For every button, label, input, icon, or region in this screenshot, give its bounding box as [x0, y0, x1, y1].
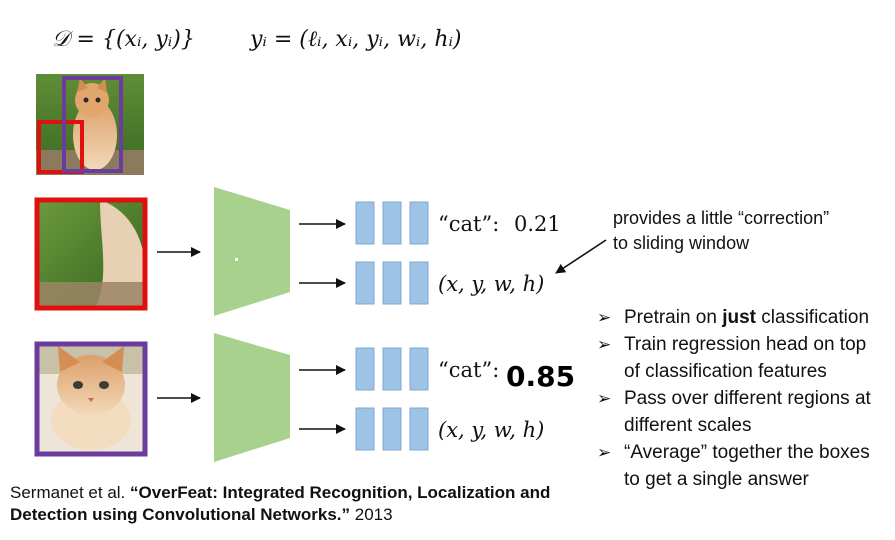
bullet-4-line-1: “Average” together the boxes: [624, 442, 870, 463]
network-1-dot: [235, 258, 238, 261]
box-output-1: (x, y, w, h): [438, 272, 544, 296]
red-region-box: [37, 120, 84, 174]
network-1: [214, 187, 290, 316]
citation: Sermanet et al. “OverFeat: Integrated Re…: [10, 482, 610, 526]
class-score-1: 0.21: [514, 212, 561, 236]
annotation-arrow: [555, 239, 607, 274]
class-score-2: 0.85: [506, 360, 575, 393]
bullet-3-line-2: different scales: [624, 415, 751, 436]
class-head-1: [355, 201, 429, 245]
source-image: [36, 74, 144, 175]
dataset-formula: 𝒟 = {(xᵢ, yᵢ)}: [52, 27, 195, 52]
annotation-line-2: to sliding window: [613, 233, 750, 253]
citation-year: 2013: [350, 505, 393, 524]
bullet-4-line-2: to get a single answer: [624, 469, 810, 490]
network-2: [214, 333, 290, 462]
box-output-2: (x, y, w, h): [438, 418, 544, 442]
citation-authors: Sermanet et al.: [10, 483, 131, 502]
bullet-marker-2: ➢: [597, 335, 611, 354]
bullet-2-line-2: of classification features: [624, 361, 827, 382]
bullet-marker-3: ➢: [597, 389, 611, 408]
class-head-2: [355, 347, 429, 391]
class-label-1: “cat”:: [438, 212, 499, 236]
box-head-1: [355, 261, 429, 305]
label-formula: yᵢ = (ℓᵢ, xᵢ, yᵢ, wᵢ, hᵢ): [249, 27, 462, 52]
bullet-marker-4: ➢: [597, 443, 611, 462]
bullet-3-line-1: Pass over different regions at: [624, 388, 872, 409]
bullet-list: ➢ Pretrain on just classification ➢ Trai…: [597, 307, 872, 490]
bullet-1-line-1: Pretrain on just classification: [624, 307, 869, 328]
citation-title: “OverFeat: Integrated Recognition, Local…: [10, 483, 551, 524]
annotation-line-1: provides a little “correction”: [613, 208, 829, 228]
bullet-2-line-1: Train regression head on top: [624, 334, 866, 355]
box-head-2: [355, 407, 429, 451]
class-label-2: “cat”:: [438, 358, 499, 382]
purple-region-box: [62, 76, 123, 173]
red-crop-image: [34, 197, 148, 311]
bullet-marker-1: ➢: [597, 308, 611, 327]
purple-crop-image: [34, 341, 148, 457]
